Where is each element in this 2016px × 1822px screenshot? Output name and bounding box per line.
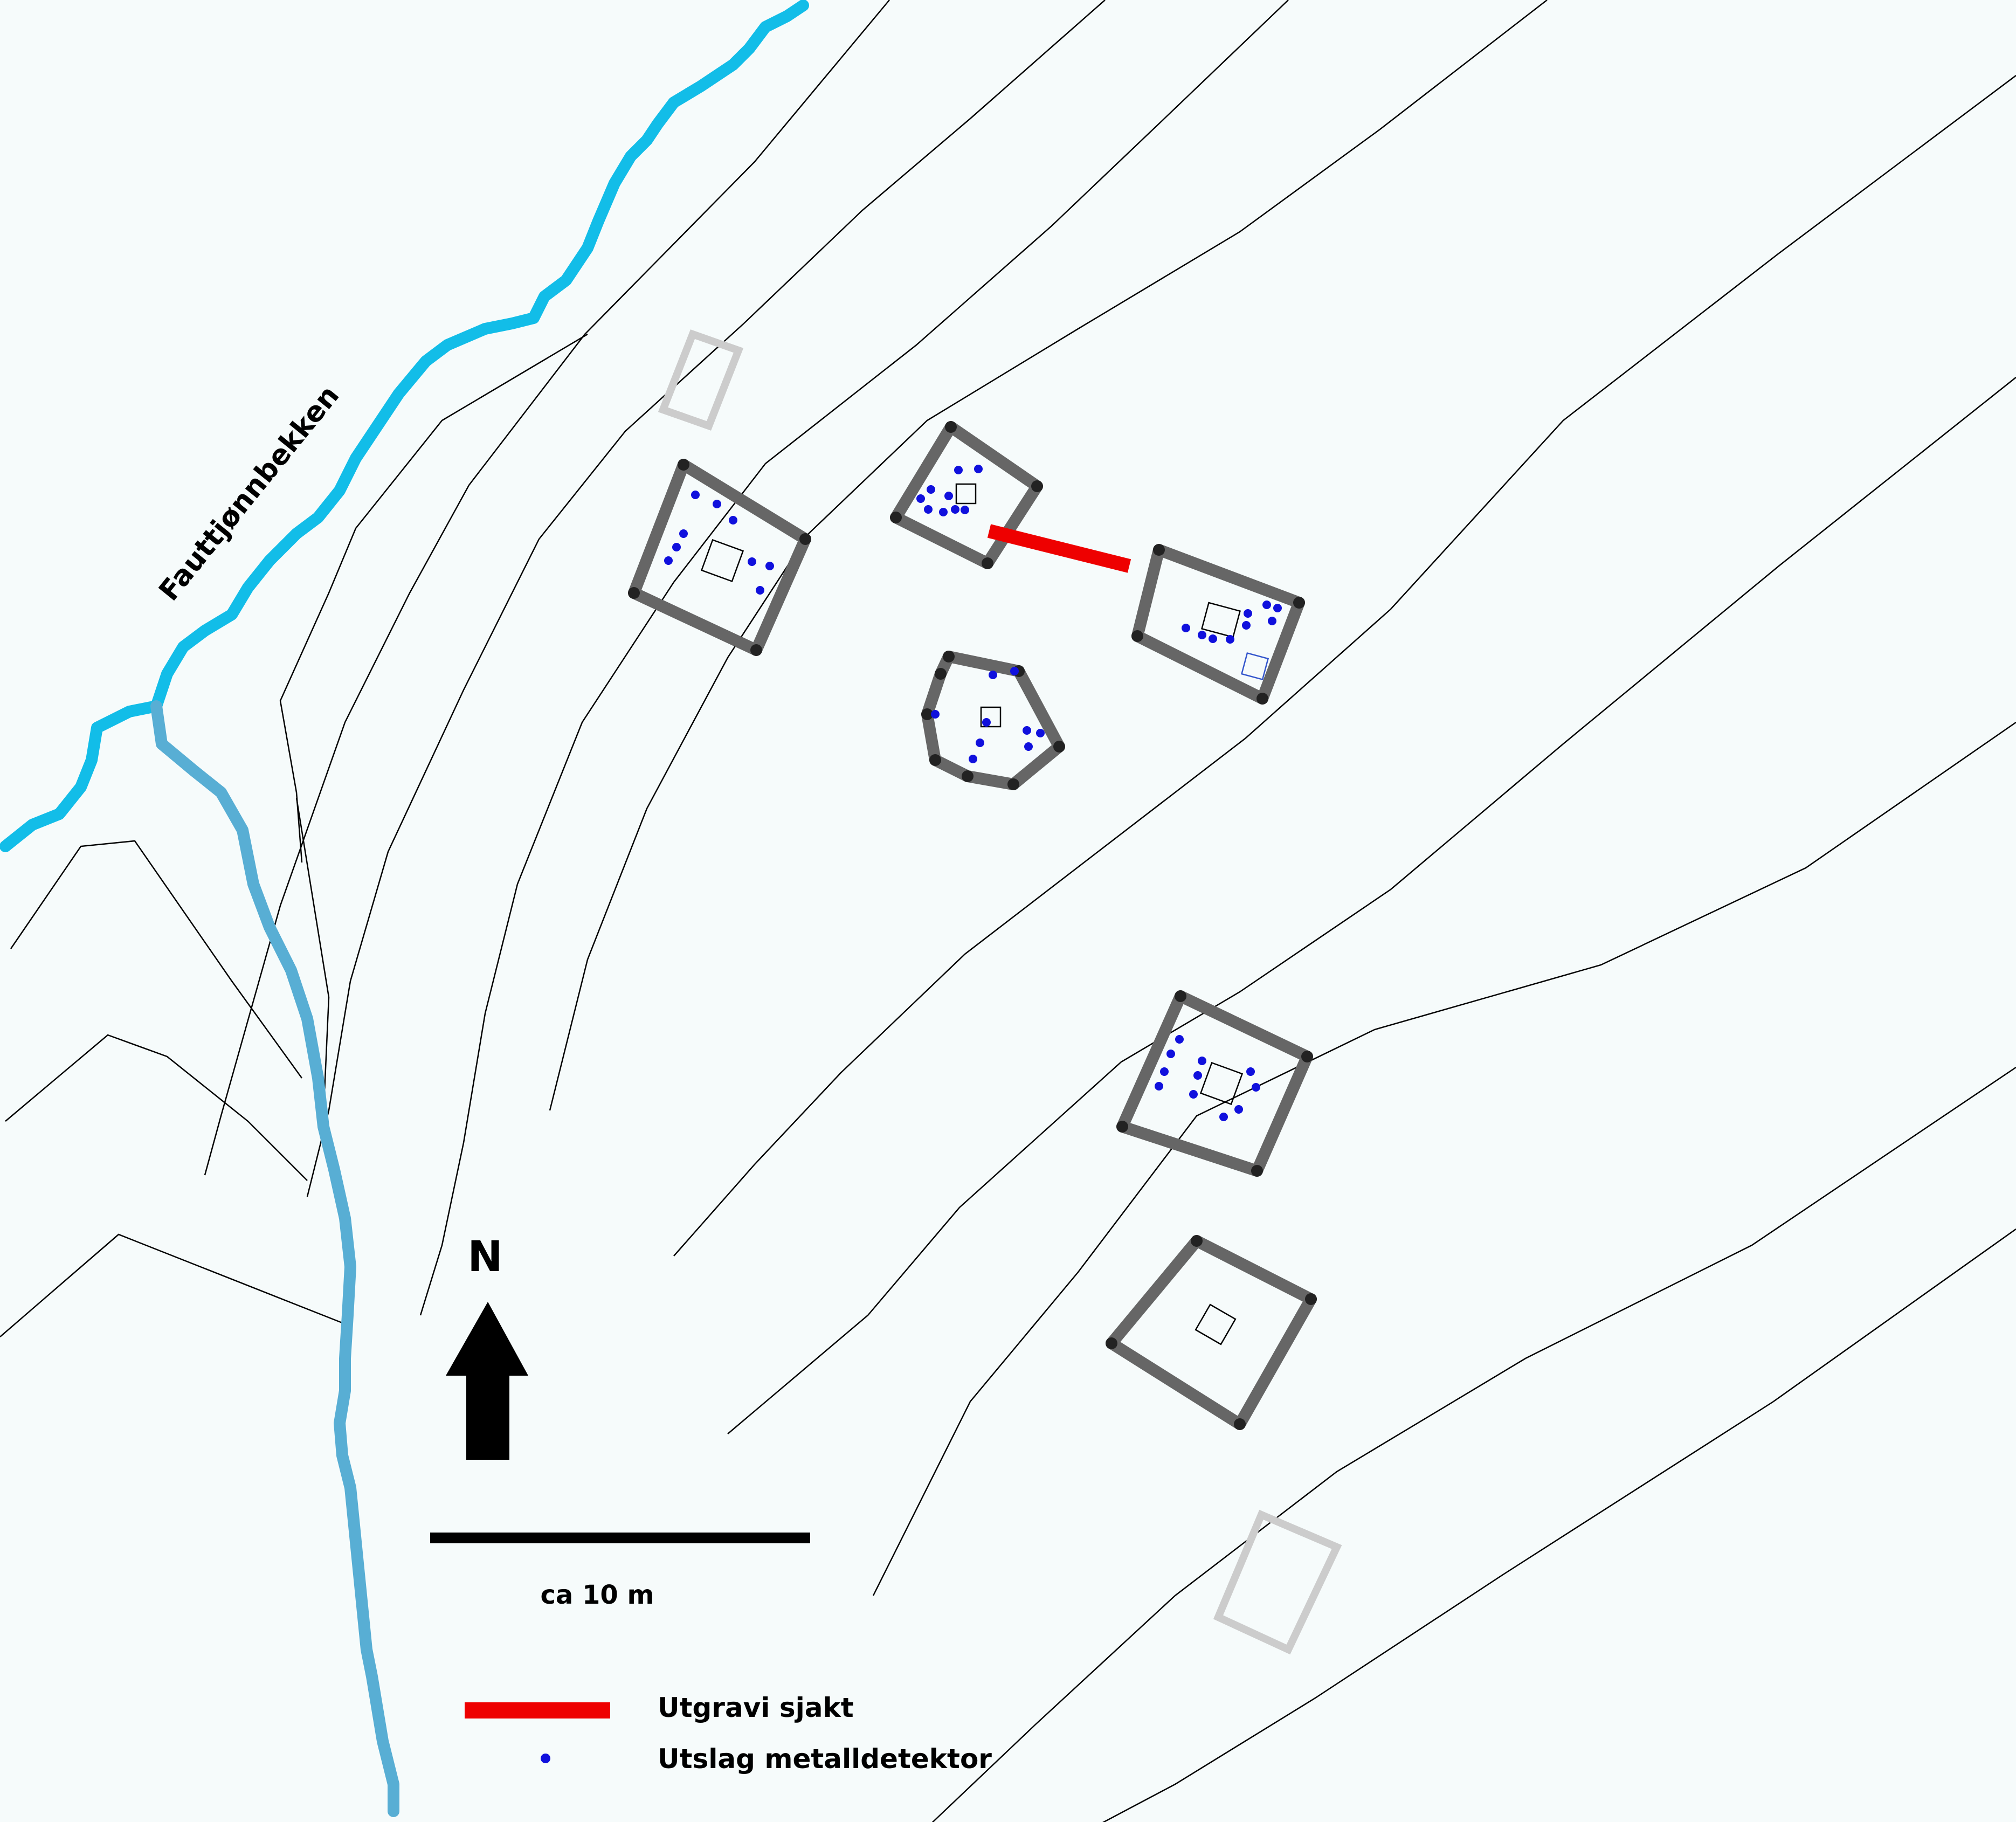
stream-fauttjonnbekken bbox=[0, 0, 809, 1817]
metal-detector-hits bbox=[664, 465, 1282, 1121]
contour-line bbox=[549, 0, 1548, 1111]
contour-line bbox=[931, 1066, 2016, 1822]
contour-line bbox=[10, 840, 303, 1079]
contour-line bbox=[279, 333, 588, 863]
building-3 bbox=[1131, 544, 1305, 705]
legend: Utgravi sjakt Utslag metalldetektor bbox=[465, 1692, 992, 1775]
contour-line bbox=[673, 75, 2016, 1257]
building-6 bbox=[1106, 1235, 1317, 1430]
building-foundations bbox=[628, 421, 1317, 1430]
contour-line bbox=[1102, 1228, 2016, 1822]
scale-label: ca 10 m bbox=[540, 1580, 654, 1610]
contour-line bbox=[872, 721, 2016, 1596]
legend-label-trench: Utgravi sjakt bbox=[658, 1692, 854, 1723]
building-2 bbox=[890, 421, 1043, 569]
north-label: N bbox=[467, 1233, 502, 1281]
contour-line bbox=[0, 1233, 351, 1337]
building-1 bbox=[628, 459, 811, 656]
building-5 bbox=[1116, 990, 1313, 1177]
stream-lower bbox=[150, 700, 399, 1817]
north-arrow: N bbox=[446, 1233, 528, 1460]
legend-label-hit: Utslag metalldetektor bbox=[658, 1743, 992, 1775]
stream-upper bbox=[0, 0, 809, 852]
legend-swatch-hit bbox=[541, 1754, 550, 1763]
excavation-trench bbox=[987, 524, 1131, 573]
contour-line bbox=[306, 0, 1106, 1197]
legend-swatch-trench bbox=[465, 1702, 610, 1719]
contour-line bbox=[204, 0, 890, 1176]
faint-structure bbox=[1213, 1509, 1342, 1655]
faint-structures bbox=[658, 329, 1342, 1655]
north-arrow-icon bbox=[446, 1302, 528, 1460]
contour-line bbox=[727, 377, 2016, 1434]
scale-bar: ca 10 m bbox=[430, 1533, 810, 1610]
faint-structure bbox=[658, 329, 744, 431]
stream-label: Fauttjønnbekken bbox=[153, 379, 346, 607]
contour-line bbox=[419, 0, 1289, 1316]
contour-line bbox=[5, 1034, 308, 1181]
